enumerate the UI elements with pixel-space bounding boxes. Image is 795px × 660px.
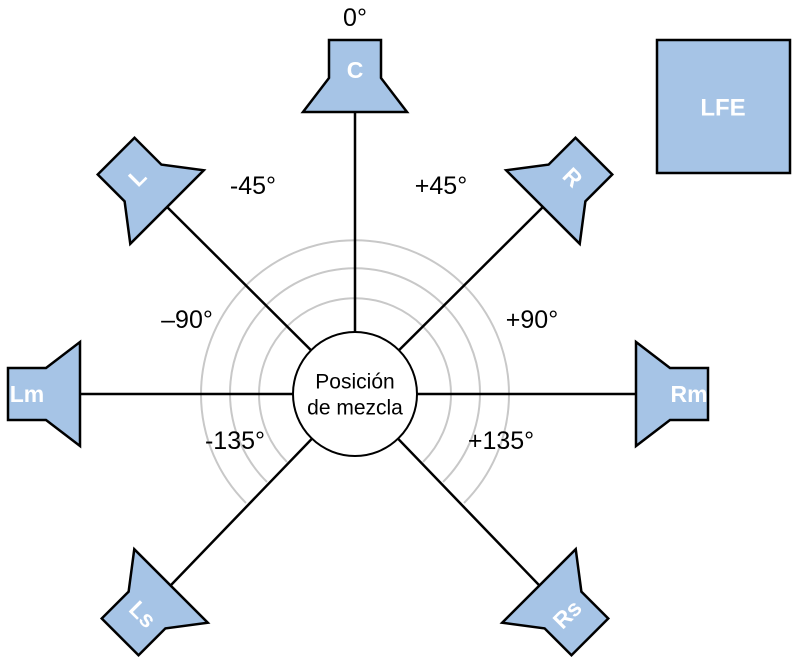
angle-label-pos135: +135° <box>468 427 534 455</box>
speaker-lm-icon <box>6 339 82 449</box>
speaker-rs: Rs <box>499 546 611 658</box>
speaker-c-icon <box>300 38 410 114</box>
speaker-rm-label: Rm <box>670 381 707 407</box>
speaker-c-label: C <box>347 57 364 83</box>
angle-label-neg45: -45° <box>230 172 276 200</box>
lfe-box <box>655 38 792 175</box>
angle-label-neg90: –90° <box>161 306 213 334</box>
speaker-l: L <box>95 135 207 247</box>
angle-label-0: 0° <box>343 4 367 32</box>
angle-labels: 0° -45° +45° –90° +90° -135° +135° <box>161 4 558 455</box>
speaker-rs-icon <box>499 546 611 658</box>
angle-label-neg135: -135° <box>205 427 265 455</box>
mix-position-label-line1: Posición <box>315 371 394 394</box>
speaker-r-icon <box>503 135 615 247</box>
angle-label-pos90: +90° <box>506 306 558 334</box>
mix-position-circle <box>292 331 418 457</box>
lfe-channel: LFE <box>655 38 792 175</box>
speaker-ls-icon <box>99 546 211 658</box>
angle-label-pos45: +45° <box>415 172 467 200</box>
speaker-rm-icon <box>634 339 710 449</box>
speaker-lm: Lm <box>6 339 82 449</box>
speaker-r: R <box>503 135 615 247</box>
speaker-ls: Ls <box>99 546 211 658</box>
speaker-c: C <box>300 38 410 114</box>
lfe-label: LFE <box>700 95 745 122</box>
speaker-lm-label: Lm <box>10 381 45 407</box>
speaker-l-icon <box>95 135 207 247</box>
speaker-rm: Rm <box>634 339 710 449</box>
mix-position-label-line2: de mezcla <box>307 397 403 420</box>
